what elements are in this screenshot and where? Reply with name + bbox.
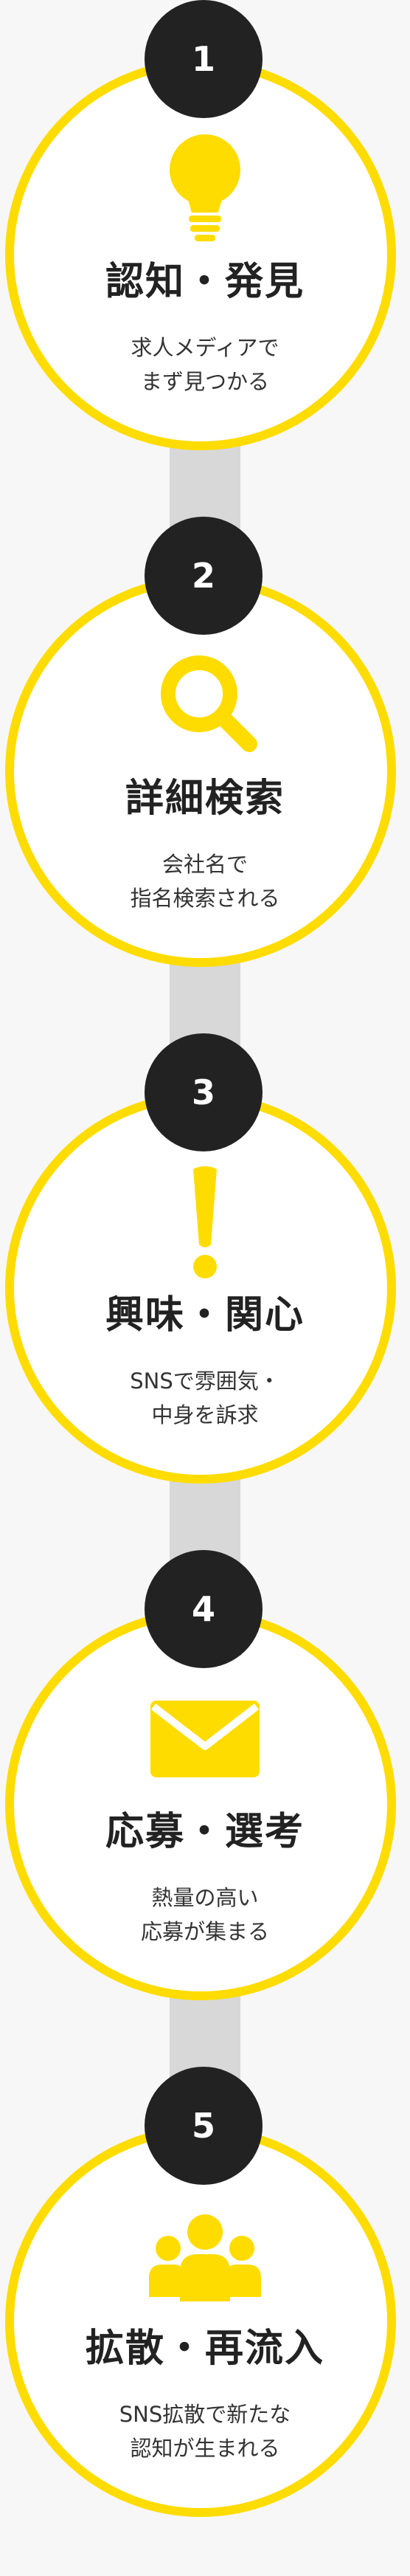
step-title: 拡散・再流入 bbox=[85, 2327, 324, 2371]
step-title: 興味・関心 bbox=[105, 1293, 305, 1337]
step-circle bbox=[5, 1609, 396, 2000]
step-description: 熱量の高い 応募が集まる bbox=[0, 1881, 410, 1949]
step-number-badge: 1 bbox=[145, 0, 263, 118]
step-title: 詳細検索 bbox=[125, 776, 285, 821]
step-description-line: 求人メディアで bbox=[131, 335, 279, 360]
step-description-line: 熱量の高い bbox=[151, 1885, 259, 1910]
step-title: 認知・発見 bbox=[105, 260, 305, 304]
step-description: SNSで雰囲気・ 中身を訴求 bbox=[0, 1364, 410, 1432]
people-icon bbox=[131, 2191, 279, 2338]
magnifier-icon bbox=[131, 641, 279, 788]
step-number-badge: 2 bbox=[145, 517, 263, 635]
step-description: SNS拡散で新たな 認知が生まれる bbox=[0, 2397, 410, 2465]
step-2: 2 詳細検索 会社名で 指名検索される bbox=[0, 517, 410, 1026]
step-description-line: SNSで雰囲気・ bbox=[130, 1368, 280, 1394]
step-circle bbox=[5, 2126, 396, 2517]
exclamation-icon bbox=[131, 1157, 279, 1305]
step-4: 4 応募・選考 熱量の高い 応募が集まる bbox=[0, 1550, 410, 2059]
step-description-line: 応募が集まる bbox=[140, 1919, 269, 1944]
lightbulb-icon bbox=[131, 124, 279, 272]
step-description-line: まず見つかる bbox=[140, 369, 269, 394]
step-number-badge: 5 bbox=[145, 2067, 263, 2185]
step-5: 5 拡散・再流入 SNS拡散で新たな 認知が生まれる bbox=[0, 2067, 410, 2576]
step-number-badge: 3 bbox=[145, 1033, 263, 1151]
step-description-line: 指名検索される bbox=[130, 886, 280, 911]
step-description: 会社名で 指名検索される bbox=[0, 847, 410, 915]
step-description: 求人メディアで まず見つかる bbox=[0, 331, 410, 399]
envelope-icon bbox=[131, 1674, 279, 1822]
step-title: 応募・選考 bbox=[105, 1810, 305, 1854]
step-3: 3 興味・関心 SNSで雰囲気・ 中身を訴求 bbox=[0, 1033, 410, 1543]
step-description-line: SNS拡散で新たな bbox=[119, 2402, 291, 2427]
step-1: 1 認知・発見 求人メディアで まず見つかる bbox=[0, 0, 410, 509]
step-number-badge: 4 bbox=[145, 1550, 263, 1668]
step-description-line: 会社名で bbox=[161, 852, 248, 877]
step-description-line: 中身を訴求 bbox=[151, 1402, 259, 1428]
step-description-line: 認知が生まれる bbox=[130, 2436, 280, 2461]
